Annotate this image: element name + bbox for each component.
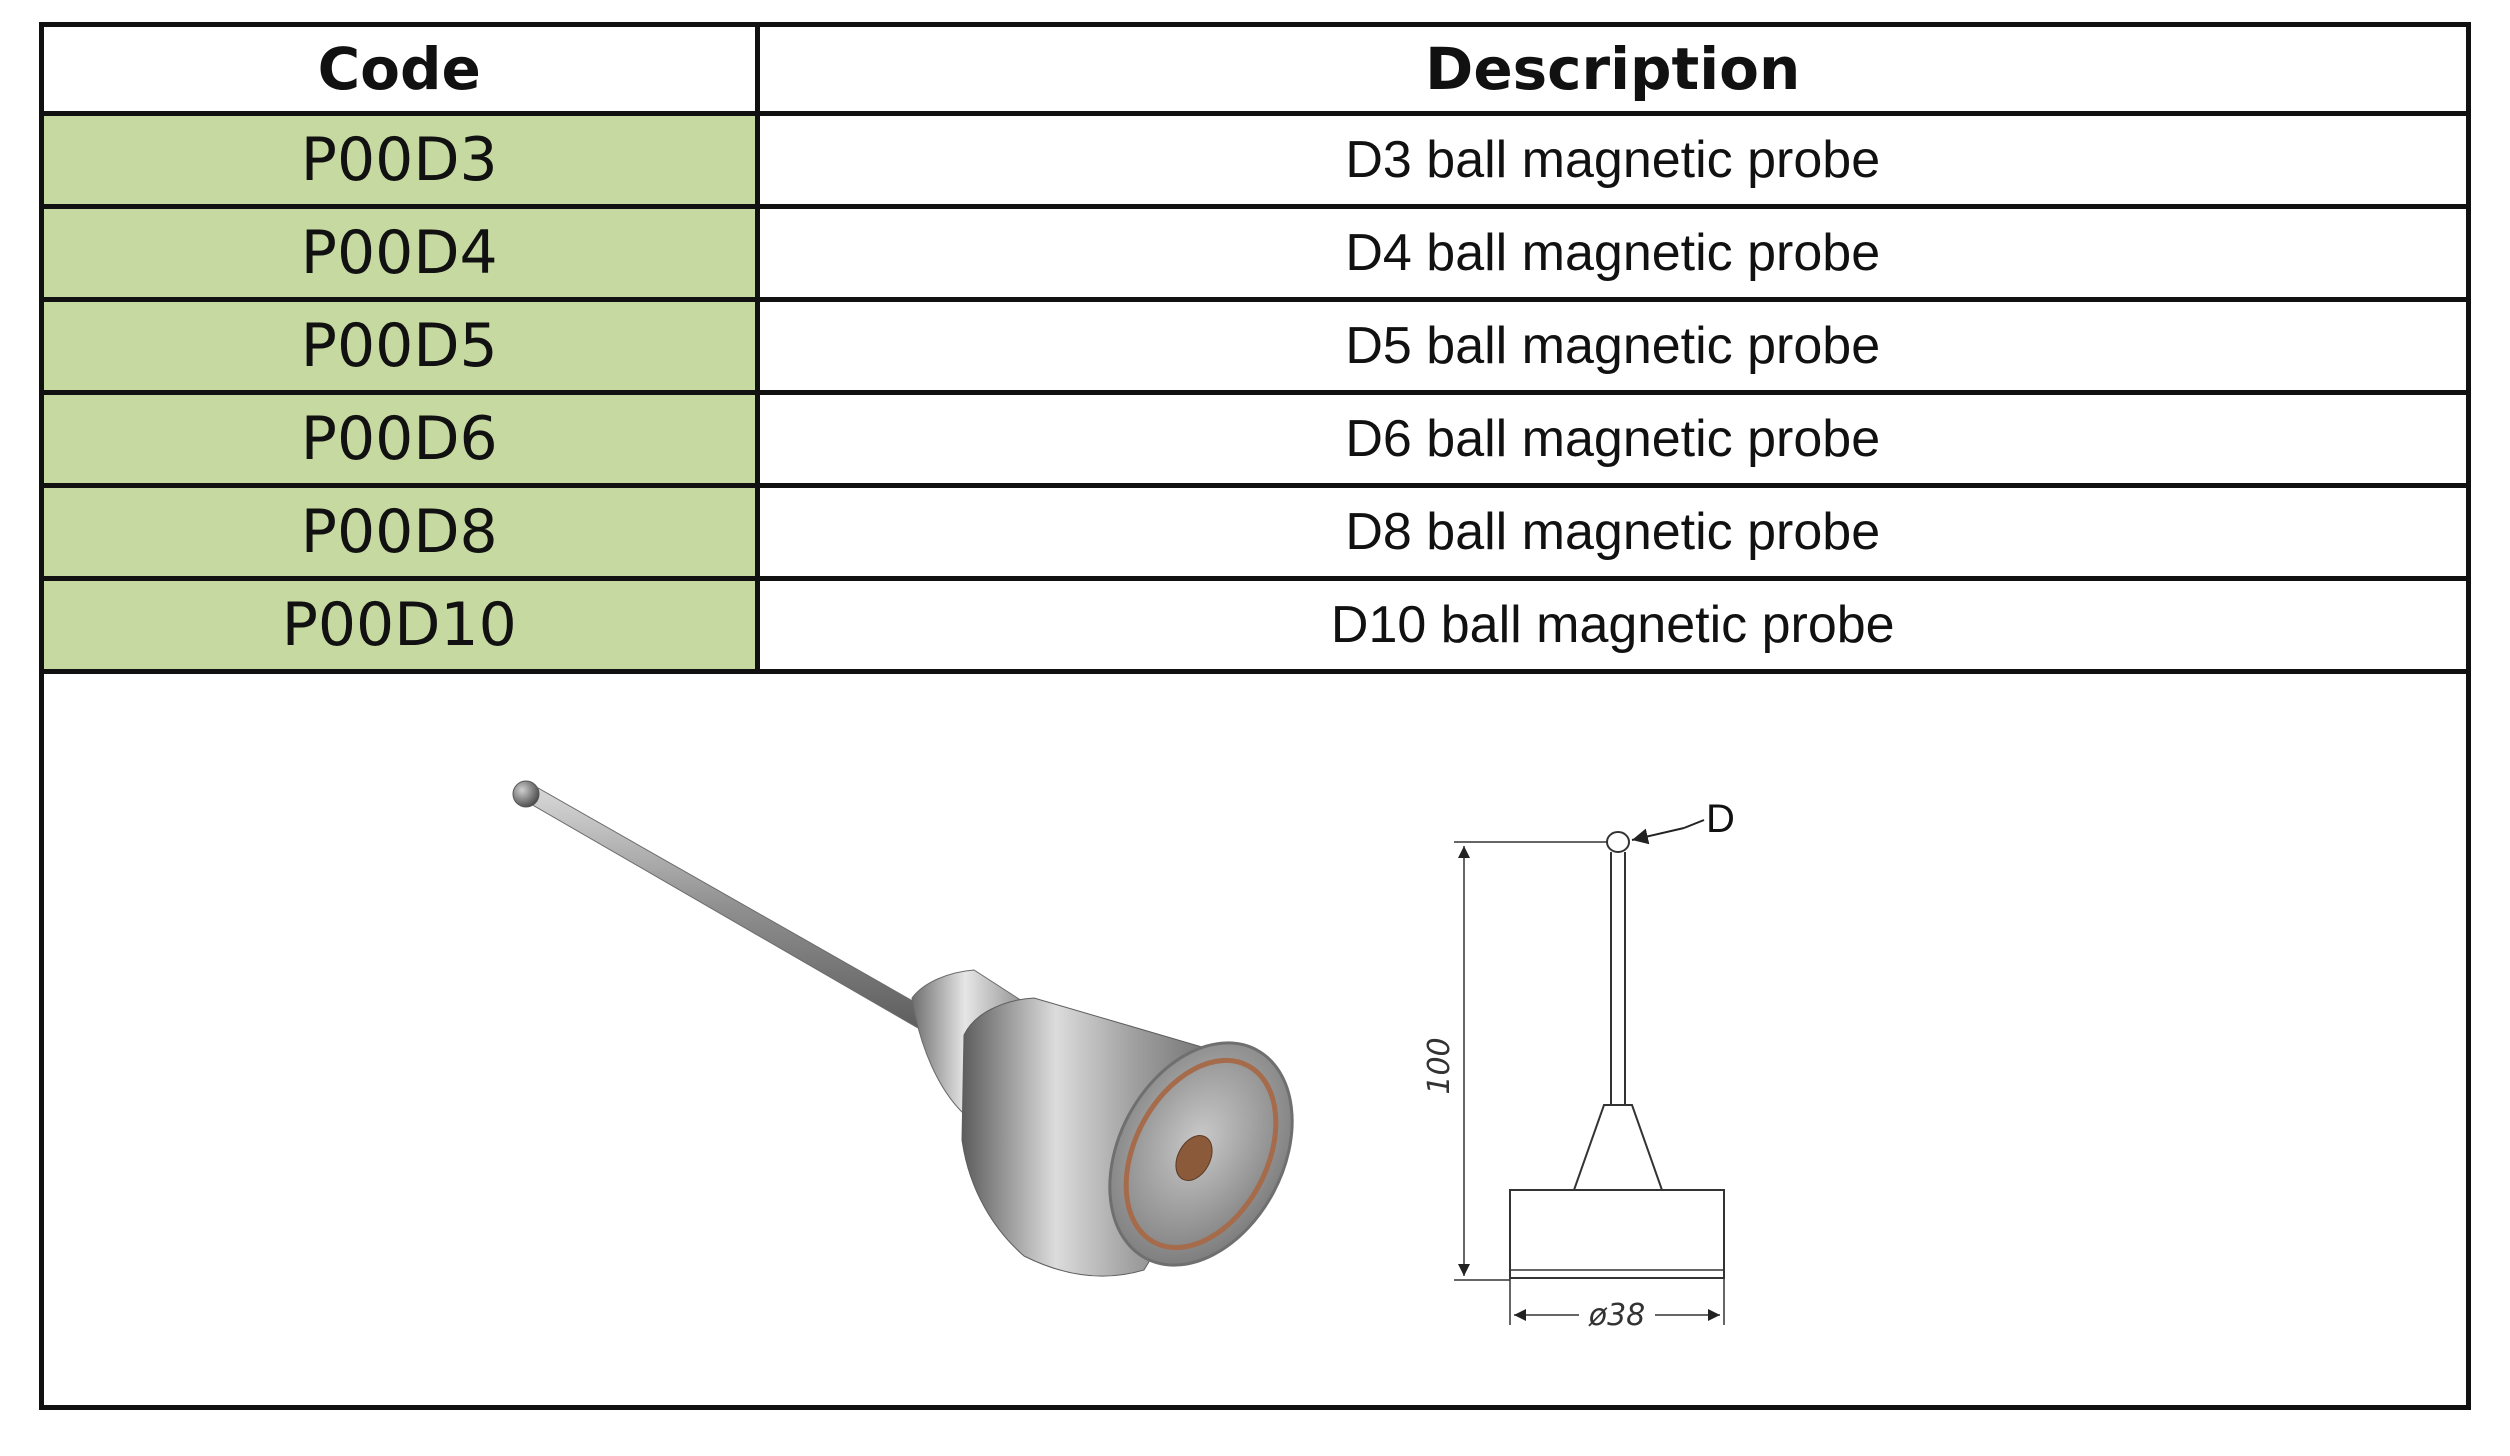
code-cell: P00D10 <box>44 575 760 674</box>
table-row: P00D10 D10 ball magnetic probe <box>44 575 2466 674</box>
description-cell: D4 ball magnetic probe <box>754 203 2466 302</box>
code-cell: P00D8 <box>44 482 760 581</box>
stylus-shaft <box>523 787 933 1029</box>
description-cell: D8 ball magnetic probe <box>754 482 2466 581</box>
probe-technical-drawing: 100 ø38 D <box>1422 797 1735 1333</box>
description-cell: D5 ball magnetic probe <box>754 296 2466 395</box>
table-row: P00D4 D4 ball magnetic probe <box>44 203 2466 302</box>
diameter-label-backdrop <box>1579 1298 1655 1330</box>
table-row: P00D5 D5 ball magnetic probe <box>44 296 2466 395</box>
table-row: P00D8 D8 ball magnetic probe <box>44 482 2466 581</box>
probe-figure: 100 ø38 D <box>512 780 1735 1333</box>
drawing-ball <box>1606 831 1630 853</box>
ball-leader-shoulder <box>1683 819 1705 829</box>
code-cell: P00D4 <box>44 203 760 302</box>
ball-diameter-label: D <box>1706 797 1735 841</box>
magnetic-base-rim <box>1123 1057 1279 1251</box>
ball-tip <box>512 780 540 808</box>
drawing-base <box>1509 1189 1725 1279</box>
code-cell: P00D3 <box>44 110 760 209</box>
diameter-dimension-label: ø38 <box>1588 1298 1646 1333</box>
ball-leader-line <box>1631 827 1685 845</box>
description-cell: D3 ball magnetic probe <box>754 110 2466 209</box>
table-row: P00D3 D3 ball magnetic probe <box>44 110 2466 209</box>
probe-3d-illustration <box>512 780 1294 1277</box>
column-header-description: Description <box>754 27 2466 116</box>
code-cell: P00D5 <box>44 296 760 395</box>
drawing-cone <box>1572 1104 1664 1191</box>
code-cell: P00D6 <box>44 389 760 488</box>
height-dimension-label: 100 <box>1422 1037 1457 1094</box>
product-code-table: Code Description P00D3 D3 ball magnetic … <box>44 27 2466 674</box>
product-sheet: Code Description P00D3 D3 ball magnetic … <box>39 22 2471 1410</box>
table-header-row: Code Description <box>44 27 2466 116</box>
description-cell: D10 ball magnetic probe <box>754 575 2466 674</box>
center-hole <box>1175 1135 1213 1181</box>
table-row: P00D6 D6 ball magnetic probe <box>44 389 2466 488</box>
description-cell: D6 ball magnetic probe <box>754 389 2466 488</box>
column-header-code: Code <box>44 27 760 116</box>
